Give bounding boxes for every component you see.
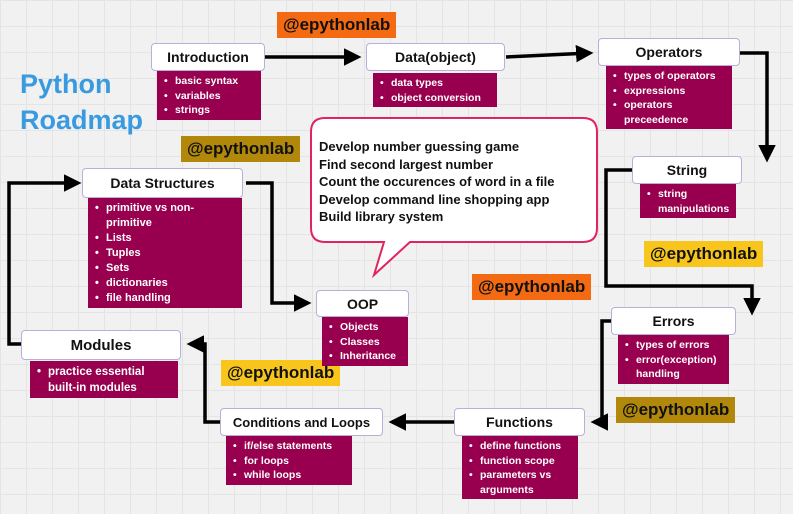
arrow-operators-to-string (740, 51, 776, 163)
node-introduction-items: basic syntax variables strings (157, 71, 261, 120)
node-introduction-title: Introduction (151, 43, 265, 71)
list-item: Classes (326, 335, 404, 350)
project-idea: Count the occurences of word in a file (319, 174, 555, 189)
list-item: basic syntax (161, 74, 257, 89)
node-operators-items: types of operators expressions operators… (606, 66, 732, 129)
list-item: for loops (230, 454, 348, 469)
node-conditions-title: Conditions and Loops (220, 408, 383, 436)
title-line-1: Python (20, 69, 112, 99)
list-item: Sets (92, 261, 238, 276)
list-item: Objects (326, 320, 404, 335)
arrow-datastructures-to-oop (246, 181, 312, 312)
list-item: expressions (610, 84, 728, 99)
list-item: types of operators (610, 69, 728, 84)
list-item: dictionaries (92, 276, 238, 291)
list-item: Inheritance (326, 349, 404, 364)
project-idea: Develop command line shopping app (319, 191, 550, 207)
node-datastructures-title: Data Structures (82, 168, 243, 198)
project-idea: Find second largest number (319, 156, 494, 172)
node-string-items: string manipulations (640, 184, 736, 218)
list-item: error(exception) handling (622, 353, 725, 382)
watermark: @epythonlab (181, 136, 301, 162)
node-errors-items: types of errors error(exception) handlin… (618, 335, 729, 384)
watermark: @epythonlab (644, 241, 764, 267)
watermark: @epythonlab (616, 397, 736, 423)
node-modules-title: Modules (21, 330, 181, 360)
list-item: variables (161, 89, 257, 104)
list-item: while loops (230, 468, 348, 483)
node-functions-items: define functions function scope paramete… (462, 436, 578, 499)
list-item: parameters vs arguments (466, 468, 574, 497)
page-title: Python Roadmap (20, 66, 143, 138)
list-item: practice essential built-in modules (34, 364, 174, 396)
node-data-items: data types object conversion (373, 73, 497, 107)
node-errors-title: Errors (611, 307, 736, 335)
arrow-errors-to-functions (590, 319, 611, 431)
title-line-2: Roadmap (20, 105, 144, 135)
node-string-title: String (632, 156, 742, 184)
node-datastructures-items: primitive vs non-primitive Lists Tuples … (88, 198, 242, 308)
list-item: if/else statements (230, 439, 348, 454)
list-item: function scope (466, 454, 574, 469)
list-item: operators preceedence (610, 98, 728, 127)
watermark: @epythonlab (221, 360, 341, 386)
list-item: data types (377, 76, 493, 91)
list-item: define functions (466, 439, 574, 454)
list-item: Lists (92, 231, 238, 246)
arrow-modules-to-datastructures (7, 174, 82, 346)
list-item: strings (161, 103, 257, 118)
node-operators-title: Operators (598, 38, 740, 66)
list-item: primitive vs non-primitive (92, 201, 238, 231)
list-item: object conversion (377, 91, 493, 106)
node-functions-title: Functions (454, 408, 585, 436)
arrow-string-to-errors (604, 168, 761, 316)
arrow-data-to-operators (505, 44, 594, 63)
list-item: types of errors (622, 338, 725, 353)
list-item: string manipulations (644, 187, 732, 216)
watermark: @epythonlab (472, 274, 592, 300)
node-oop-items: Objects Classes Inheritance (322, 317, 408, 366)
arrow-conditions-to-modules (186, 335, 220, 424)
project-ideas-bubble: Develop number guessing game Find second… (311, 118, 597, 242)
watermark: @epythonlab (277, 12, 397, 38)
speech-bubble-outline (310, 117, 598, 279)
list-item: file handling (92, 291, 238, 306)
node-modules-items: practice essential built-in modules (30, 361, 178, 398)
project-idea: Build library system (319, 209, 444, 224)
node-data-title: Data(object) (366, 43, 505, 71)
node-oop-title: OOP (316, 290, 409, 317)
list-item: Tuples (92, 246, 238, 261)
node-conditions-items: if/else statements for loops while loops (226, 436, 352, 485)
project-idea: Develop number guessing game (319, 139, 520, 154)
